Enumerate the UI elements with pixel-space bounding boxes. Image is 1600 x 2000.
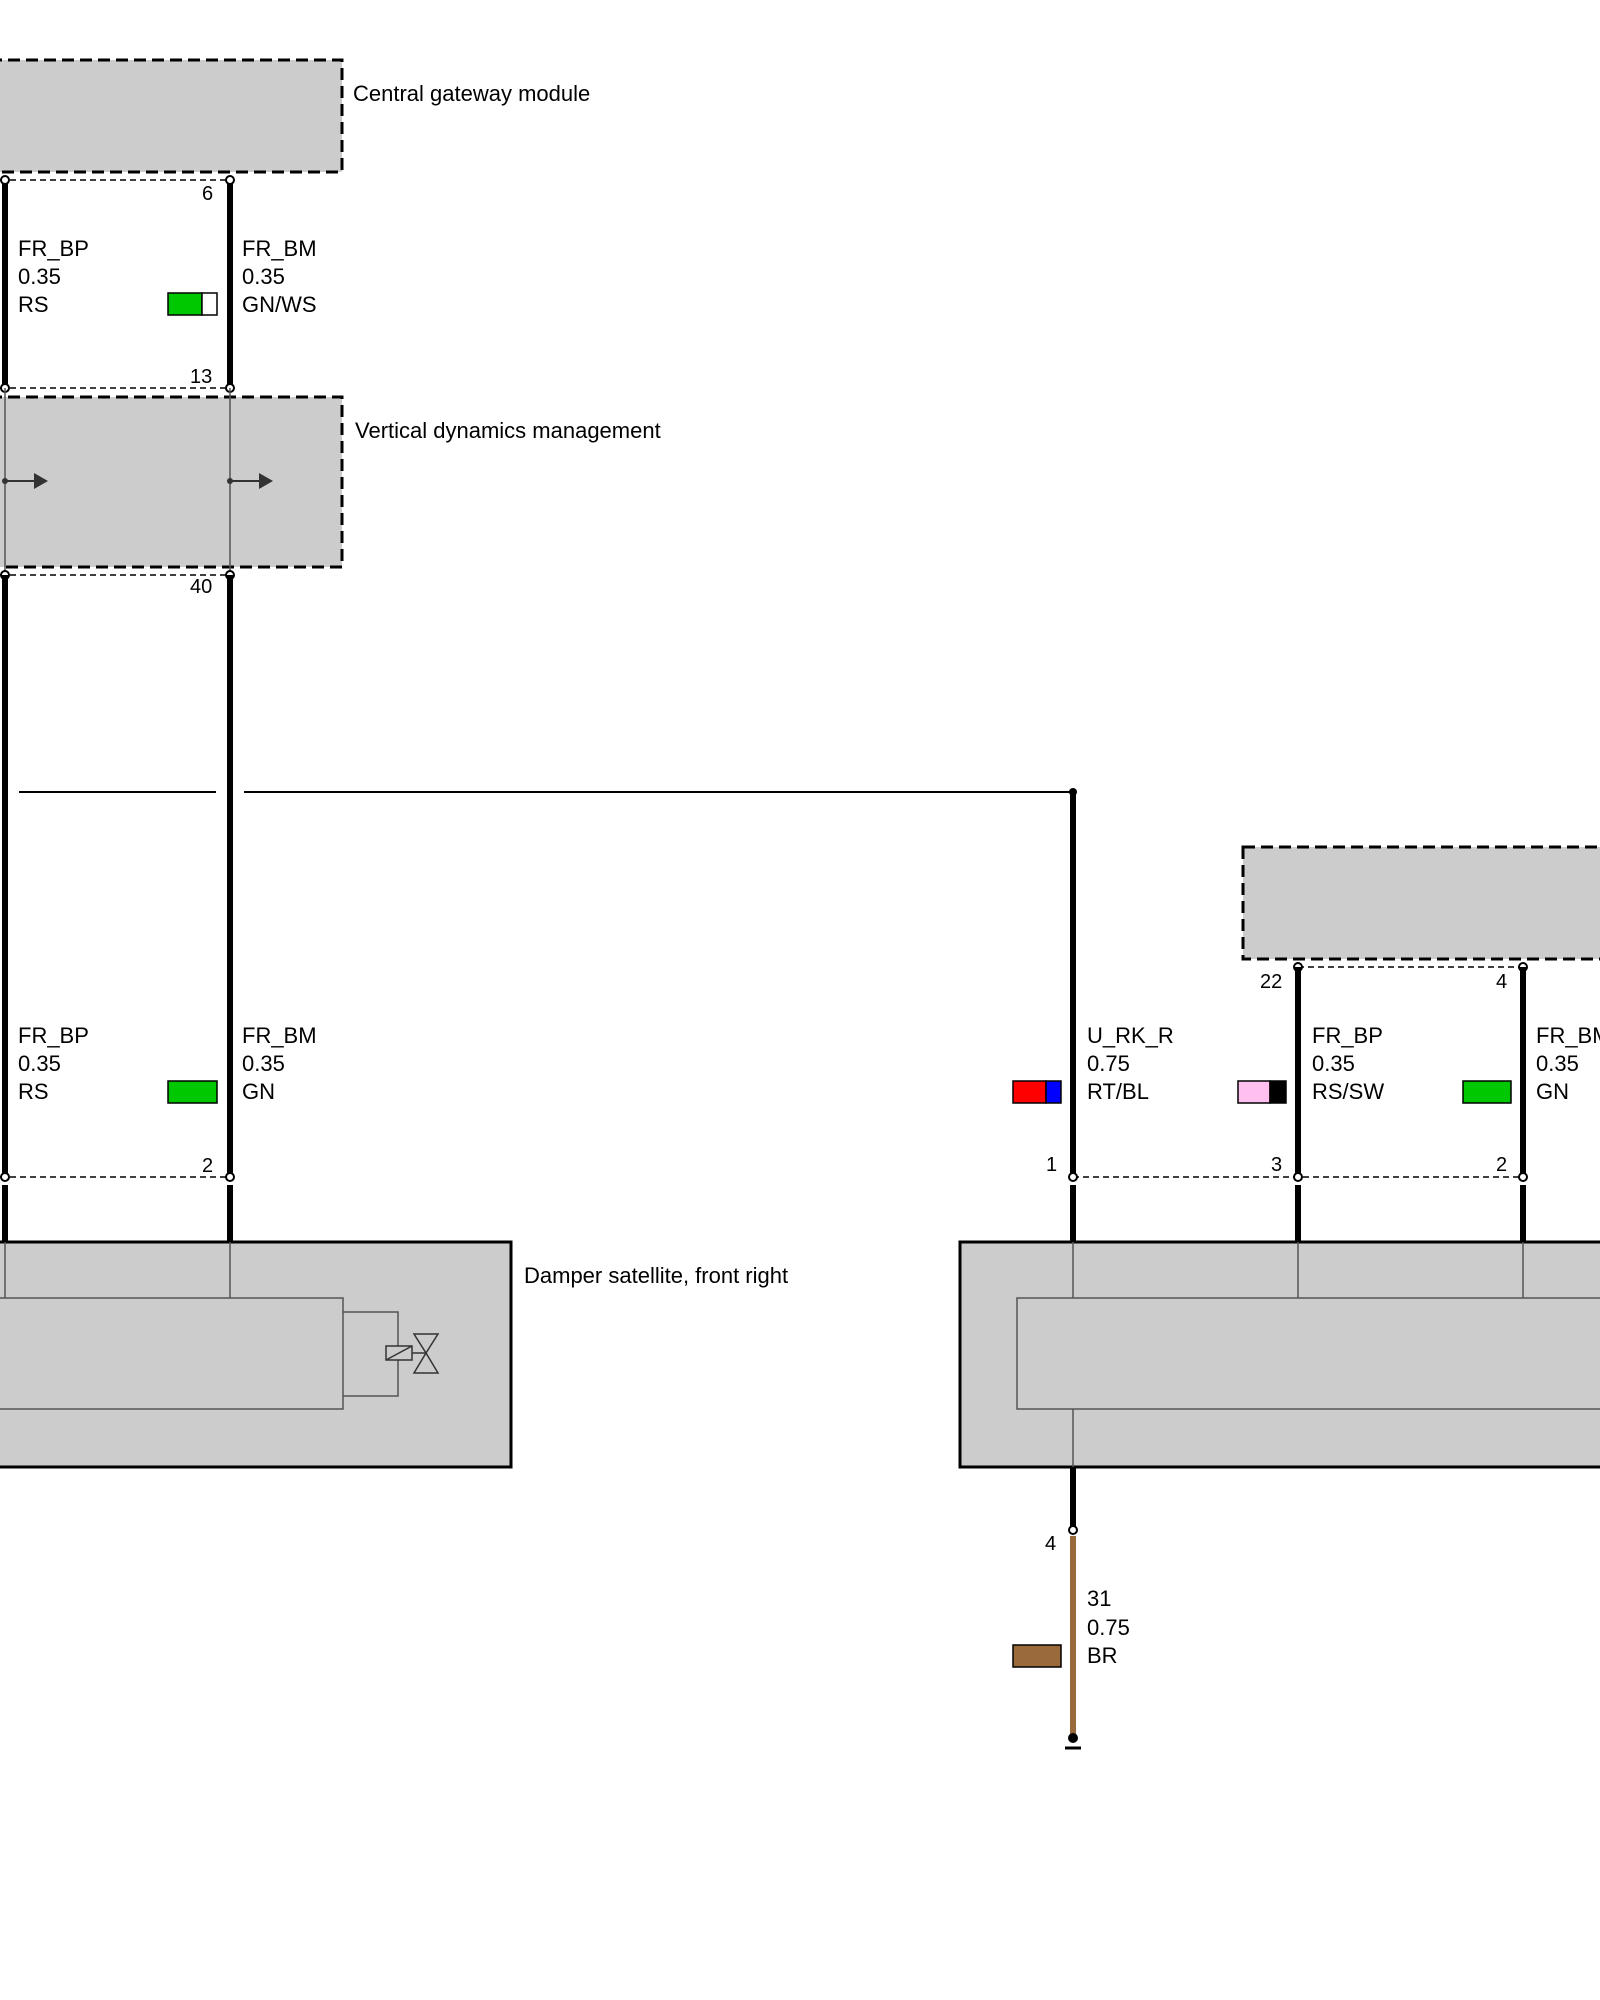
pin-d2-1: 1 — [1046, 1154, 1057, 1176]
bus-arrow-icon — [227, 473, 273, 489]
svg-text:0.35: 0.35 — [18, 264, 61, 289]
ground-terminal-icon — [1065, 1733, 1081, 1750]
pin-ecu-22: 22 — [1260, 971, 1282, 993]
central-gateway-module-label: Central gateway module — [353, 81, 590, 106]
pin-terminal — [1068, 1172, 1078, 1182]
bus-arrow-icon — [2, 473, 48, 489]
wire-label-fr-bp-lower: FR_BP 0.35 RS — [18, 1023, 89, 1104]
pin-vdm-13: 13 — [190, 366, 212, 388]
svg-text:31: 31 — [1087, 1586, 1111, 1611]
svg-text:0.35: 0.35 — [1312, 1051, 1355, 1076]
svg-text:0.75: 0.75 — [1087, 1051, 1130, 1076]
right-control-unit-box — [1241, 845, 1600, 961]
vdm-module-label: Vertical dynamics management — [355, 418, 661, 443]
pin-terminal — [1068, 1525, 1078, 1535]
svg-text:RS: RS — [18, 1079, 49, 1104]
pin-ecu-4: 4 — [1496, 971, 1507, 993]
pin-d2-3: 3 — [1271, 1154, 1282, 1176]
svg-text:GN/WS: GN/WS — [242, 292, 317, 317]
svg-text:0.75: 0.75 — [1087, 1615, 1130, 1640]
wire-label-ground-31: 31 0.75 BR — [1087, 1586, 1130, 1668]
pin-cgm-6: 6 — [202, 183, 213, 205]
wire-label-fr-bm-right: FR_BM 0.35 GN — [1536, 1023, 1600, 1104]
svg-text:FR_BM: FR_BM — [242, 1023, 317, 1048]
pin-terminal — [1518, 1172, 1528, 1182]
svg-text:0.35: 0.35 — [242, 264, 285, 289]
pin-terminal — [0, 1172, 10, 1182]
pin-dfr-2: 2 — [202, 1155, 213, 1177]
svg-text:U_RK_R: U_RK_R — [1087, 1023, 1174, 1048]
svg-text:FR_BP: FR_BP — [1312, 1023, 1383, 1048]
pin-d2-4: 4 — [1045, 1533, 1056, 1555]
color-swatch-gn-right — [1462, 1080, 1512, 1104]
svg-text:RS: RS — [18, 292, 49, 317]
vdm-module-box — [0, 395, 344, 569]
svg-text:FR_BM: FR_BM — [1536, 1023, 1600, 1048]
svg-text:0.35: 0.35 — [18, 1051, 61, 1076]
pin-terminal — [0, 175, 10, 185]
svg-text:FR_BP: FR_BP — [18, 236, 89, 261]
svg-text:0.35: 0.35 — [1536, 1051, 1579, 1076]
pin-vdm-40: 40 — [190, 576, 212, 598]
wire-label-u-rk-r: U_RK_R 0.75 RT/BL — [1087, 1023, 1174, 1104]
wire-label-fr-bp-right: FR_BP 0.35 RS/SW — [1312, 1023, 1384, 1104]
svg-text:FR_BM: FR_BM — [242, 236, 317, 261]
central-gateway-module-box — [0, 58, 344, 174]
svg-text:GN: GN — [242, 1079, 275, 1104]
svg-text:BR: BR — [1087, 1643, 1118, 1668]
pin-d2-2: 2 — [1496, 1154, 1507, 1176]
color-swatch-rt-bl — [1012, 1080, 1062, 1104]
color-swatch-gn — [167, 1080, 218, 1104]
svg-text:FR_BP: FR_BP — [18, 1023, 89, 1048]
svg-text:RS/SW: RS/SW — [1312, 1079, 1384, 1104]
wire-label-fr-bm-upper: FR_BM 0.35 GN/WS — [242, 236, 317, 317]
wire-label-fr-bm-lower: FR_BM 0.35 GN — [242, 1023, 317, 1104]
wire-label-fr-bp-upper: FR_BP 0.35 RS — [18, 236, 89, 317]
svg-text:0.35: 0.35 — [242, 1051, 285, 1076]
solenoid-valve-icon — [343, 1311, 440, 1397]
svg-text:GN: GN — [1536, 1079, 1569, 1104]
damper-front-right-label: Damper satellite, front right — [524, 1263, 788, 1288]
damper-right-inner-box — [1016, 1297, 1600, 1410]
pin-terminal — [1293, 1172, 1303, 1182]
color-swatch-gn-ws — [167, 292, 218, 316]
svg-text:RT/BL: RT/BL — [1087, 1079, 1149, 1104]
pin-terminal — [225, 1172, 235, 1182]
pin-terminal — [225, 175, 235, 185]
color-swatch-rs-sw — [1237, 1080, 1287, 1104]
damper-inner-box — [0, 1297, 344, 1410]
color-swatch-br — [1012, 1644, 1062, 1668]
